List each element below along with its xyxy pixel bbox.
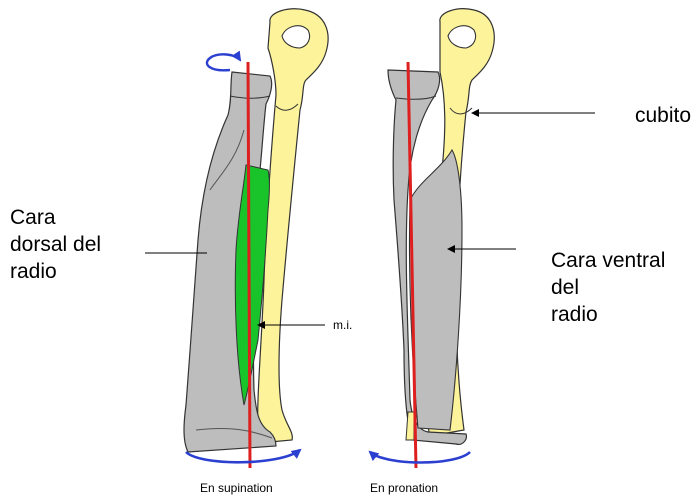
membrane-label: m.i. [333, 318, 352, 332]
ulna-label: cubito [635, 102, 691, 129]
ulna-bone-left [258, 9, 328, 442]
curved-arrow-icon [370, 452, 470, 463]
curved-arrow-icon [207, 54, 240, 70]
pronation-caption: En pronation [370, 481, 438, 495]
supination-caption: En supination [200, 481, 273, 495]
pronation-figure [370, 9, 494, 468]
curved-arrow-icon [186, 450, 300, 462]
rotation-axis-left [248, 62, 250, 468]
supination-figure [184, 9, 328, 468]
ventral-face-label: Cara ventral del radio [551, 247, 665, 328]
dorsal-face-label: Cara dorsal del radio [10, 204, 101, 285]
